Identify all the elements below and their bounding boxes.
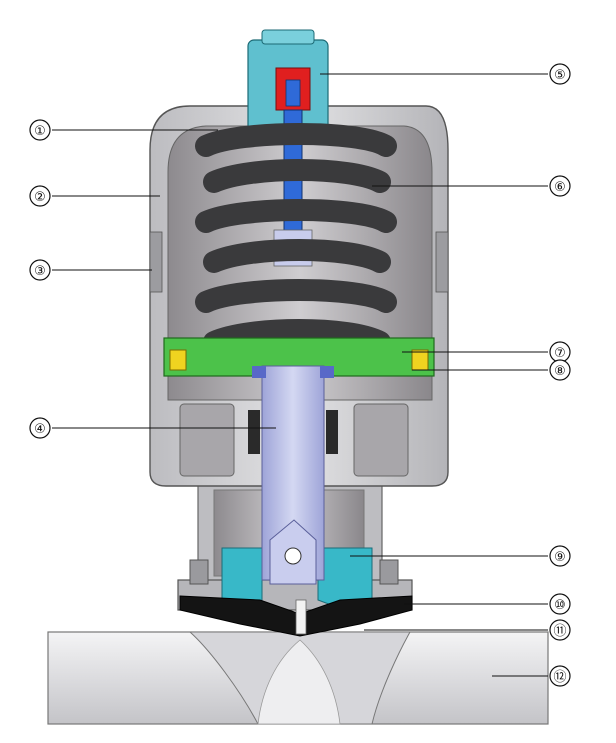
actuator-shaft (248, 365, 338, 585)
callout-1: ① (29, 119, 51, 141)
svg-text:⑥: ⑥ (554, 180, 566, 195)
spring-coils (195, 123, 397, 353)
callout-8: ⑧ (549, 359, 571, 381)
svg-text:⑩: ⑩ (554, 598, 566, 613)
callout-10: ⑩ (549, 593, 571, 615)
callout-9: ⑨ (549, 545, 571, 567)
callout-11: ⑪ (549, 619, 571, 641)
svg-text:③: ③ (34, 264, 46, 279)
callout-4: ④ (29, 417, 51, 439)
callouts: ⑤ ① ⑥ ② ③ ⑦ ⑧ ④ ⑨ ⑩ ⑪ ⑫ (29, 63, 571, 687)
svg-text:⑧: ⑧ (554, 364, 566, 379)
position-indicator-cap (247, 29, 329, 141)
svg-text:⑨: ⑨ (554, 550, 566, 565)
svg-text:④: ④ (34, 422, 46, 437)
callout-6: ⑥ (549, 175, 571, 197)
diaphragm-black (179, 595, 413, 637)
leader-lines (52, 73, 548, 677)
callout-12: ⑫ (549, 665, 571, 687)
svg-text:⑦: ⑦ (554, 346, 566, 361)
callout-2: ② (29, 185, 51, 207)
svg-text:①: ① (34, 124, 46, 139)
svg-text:⑤: ⑤ (554, 68, 566, 83)
svg-text:⑪: ⑪ (553, 624, 566, 639)
svg-text:⑫: ⑫ (553, 670, 566, 685)
callout-5: ⑤ (549, 63, 571, 85)
pipe-body (47, 631, 549, 725)
compressor-cyan (221, 547, 373, 613)
callout-3: ③ (29, 259, 51, 281)
callout-7: ⑦ (549, 341, 571, 363)
svg-text:②: ② (34, 190, 46, 205)
